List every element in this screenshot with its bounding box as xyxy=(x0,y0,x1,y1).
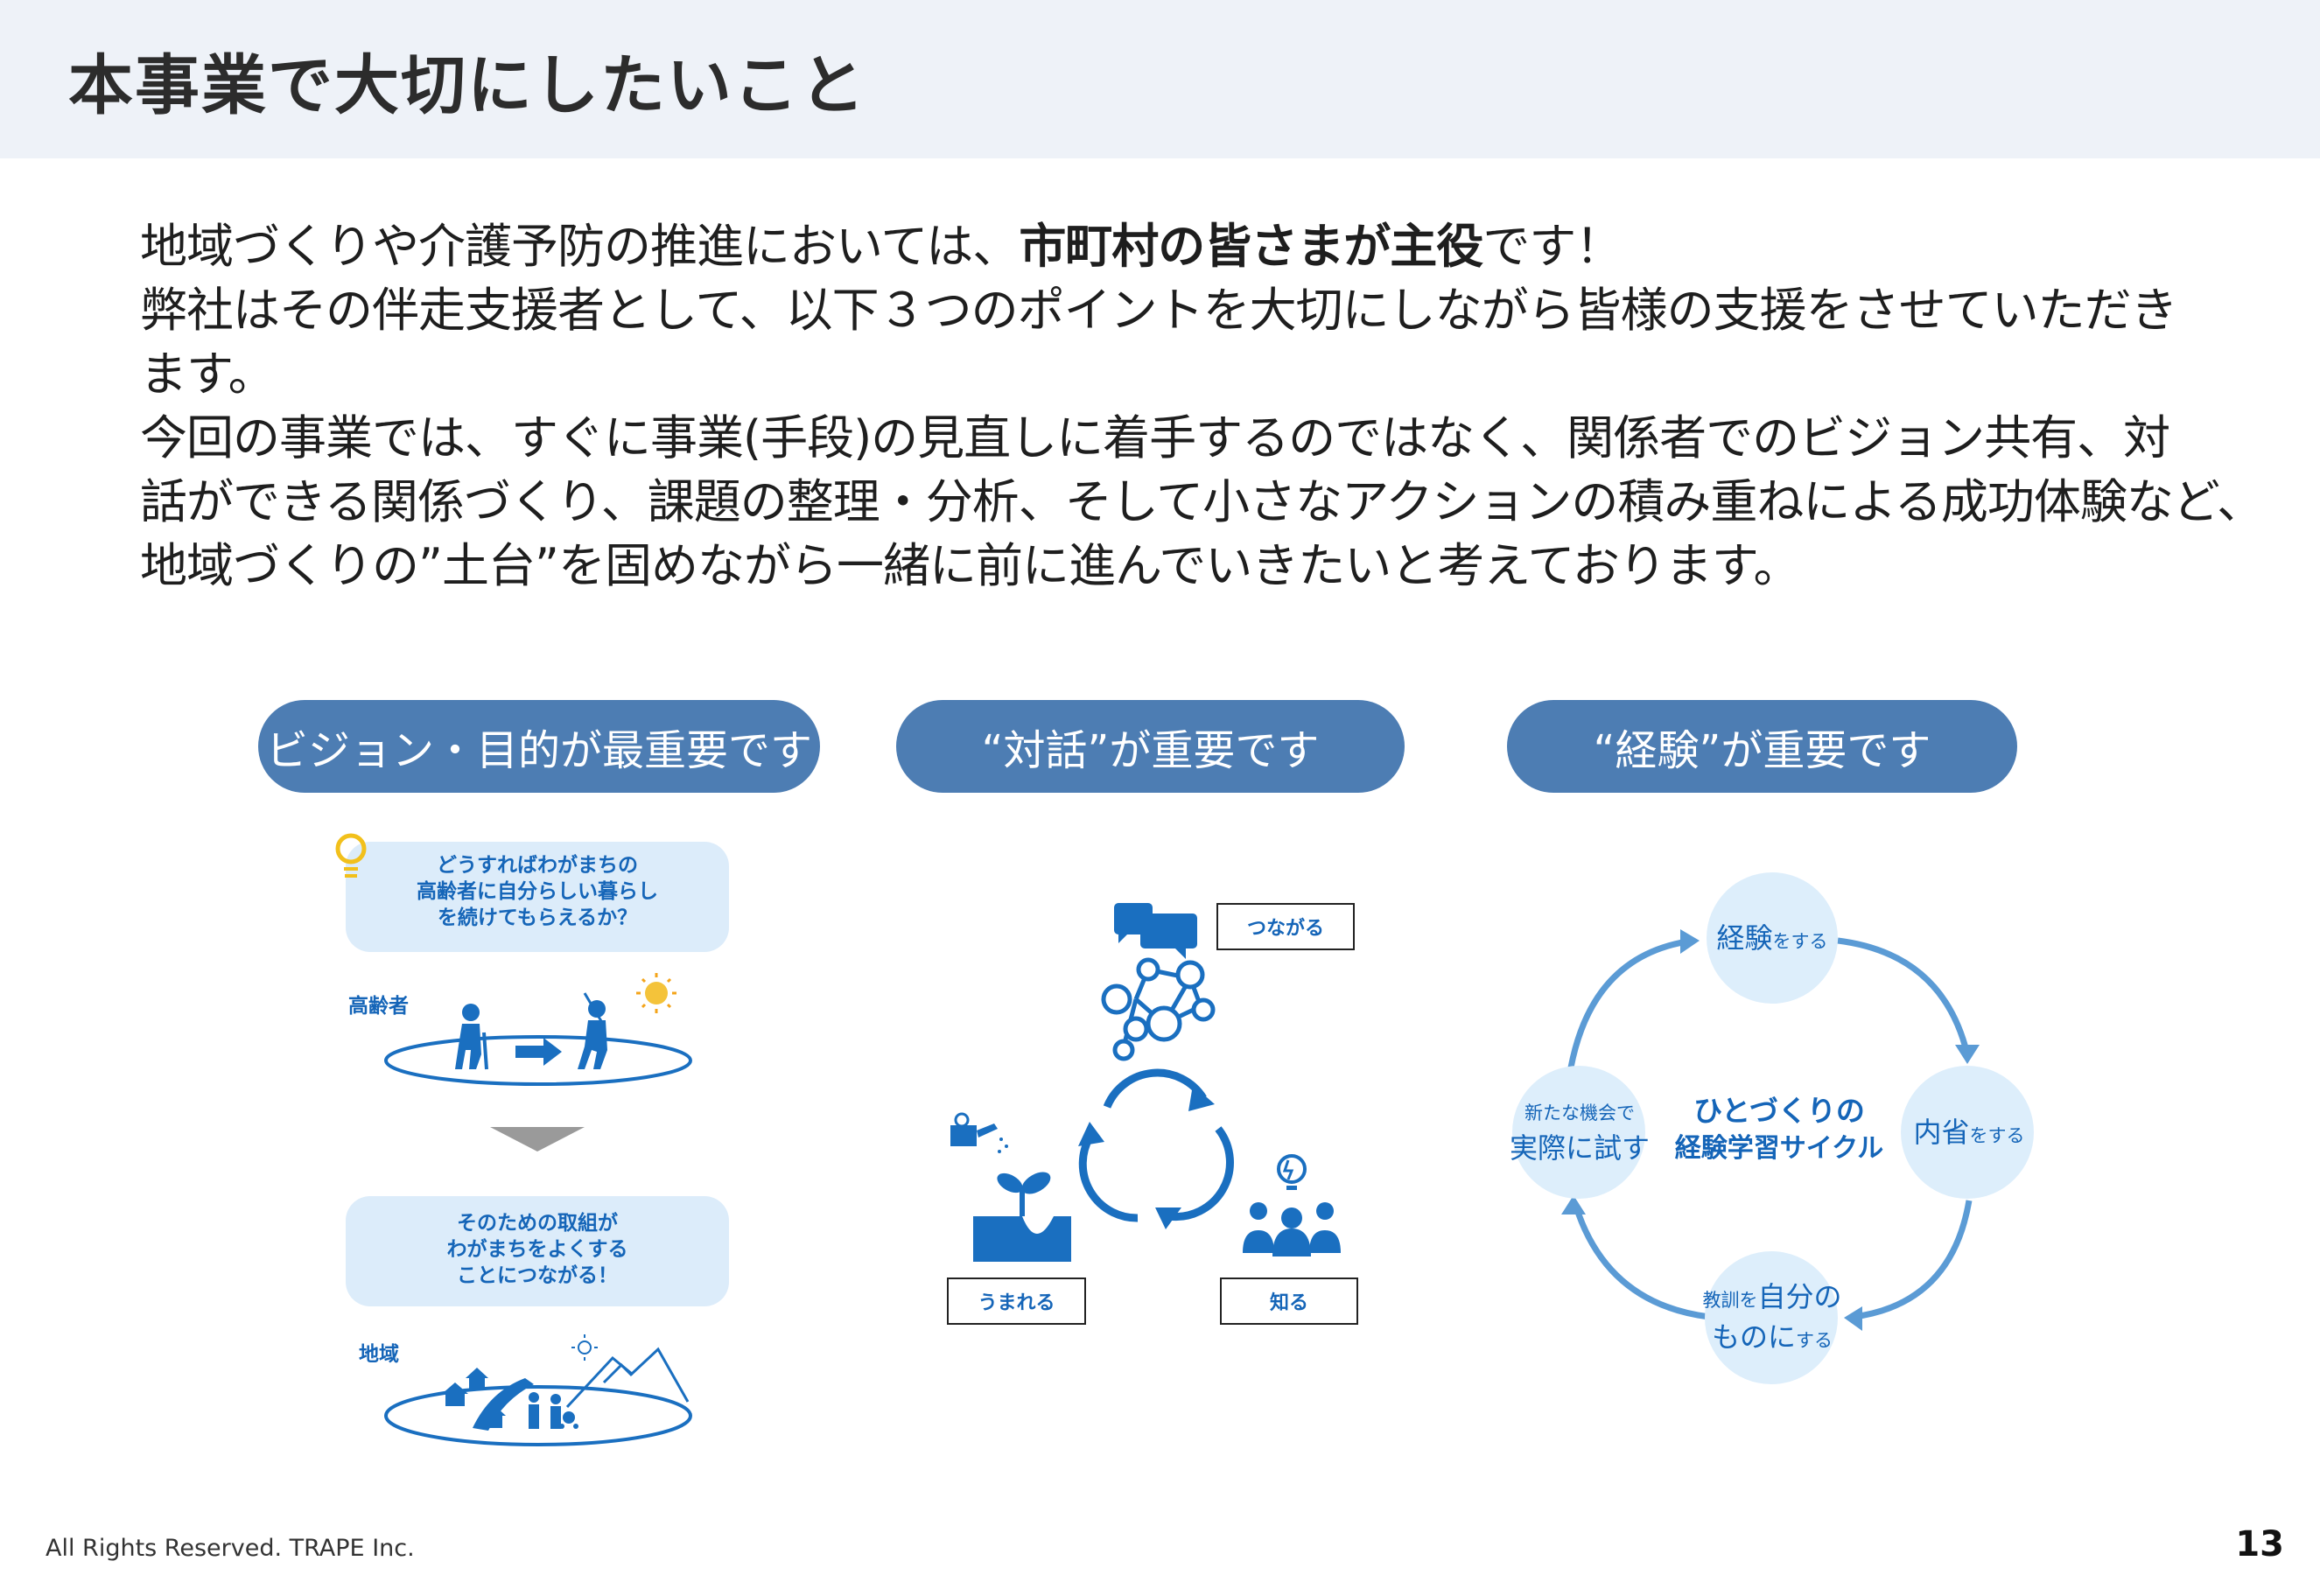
elderly-person-icon xyxy=(455,1004,488,1070)
mountain-icon xyxy=(565,1347,690,1409)
cycle-node-reflection xyxy=(1901,1066,2034,1199)
cycle-center-line-2: 経験学習サイクル xyxy=(1674,1133,1884,1164)
node-try-small: 新たな機会で xyxy=(1524,1102,1635,1124)
house-icon xyxy=(442,1368,506,1428)
tag-born: うまれる xyxy=(947,1278,1086,1325)
node-lesson-big1: 自分の xyxy=(1757,1280,1842,1313)
point-experience-pill: “経験”が重要です xyxy=(1507,700,2017,793)
point-dialogue-pill: “対話”が重要です xyxy=(896,700,1405,793)
cycle-arrowheads xyxy=(1561,929,1980,1331)
point-vision-pill: ビジョン・目的が最重要です xyxy=(258,700,820,793)
answer-bubble: そのための取組が わがまちをよくする ことにつながる！ xyxy=(346,1196,729,1306)
node-experience-text: 経験をする xyxy=(1707,920,1838,961)
intro-line-2: 弊社はその伴走支援者として、以下３つのポイントを大切にしながら皆様の支援をさせて… xyxy=(140,283,2178,338)
intro-line-1-pre: 地域づくりや介護予防の推進においては、 xyxy=(140,219,1020,274)
lightbulb-icon xyxy=(335,833,367,878)
cycle-node-experience xyxy=(1707,872,1838,1004)
cycle-arc-arrows xyxy=(1567,937,1973,1320)
node-experience-big: 経験 xyxy=(1716,921,1773,955)
question-line-2: 高齢者に自分らしい暮らし xyxy=(417,880,658,903)
cycle-center-line-1: ひとづくりの xyxy=(1693,1094,1865,1128)
node-lesson-big2: ものに xyxy=(1711,1320,1796,1354)
question-line-1: どうすればわがまちの xyxy=(437,854,638,877)
tag-connect: つながる xyxy=(1216,903,1355,950)
cycle-center-title: ひとづくりの 経験学習サイクル xyxy=(1652,1092,1906,1167)
intro-line-6: 地域づくりの”土台”を固めながら一緒に前に進んでいきたいと考えております。 xyxy=(140,538,1801,593)
intro-line-1-post: です！ xyxy=(1482,219,1623,274)
watering-can-icon xyxy=(950,1112,1008,1153)
chat-icon xyxy=(1114,903,1197,959)
node-try-big: 実際に試す xyxy=(1509,1131,1650,1165)
page-title: 本事業で大切にしたいこと xyxy=(68,48,866,123)
node-lesson-text: 教訓を自分の ものにする xyxy=(1689,1279,1855,1360)
intro-line-1-bold: 市町村の皆さまが主役 xyxy=(1019,219,1483,274)
intro-line-1: 地域づくりや介護予防の推進においては、市町村の皆さまが主役です！ xyxy=(140,214,2223,278)
intro-line-3: ます。 xyxy=(140,346,276,402)
region-ellipse xyxy=(384,1385,692,1446)
answer-line-2: わがまちをよくする xyxy=(446,1238,628,1261)
node-reflection-text: 内省をする xyxy=(1890,1115,2048,1155)
node-reflection-small: をする xyxy=(1969,1125,2025,1146)
family-icon xyxy=(529,1392,578,1429)
intro-line-5: 話ができる関係づくり、課題の整理・分析、そして小さなアクションの積み重ねによる成… xyxy=(140,474,2264,529)
region-label: 地域 xyxy=(359,1343,399,1366)
cycle-node-try xyxy=(1512,1066,1645,1199)
node-lesson-small-pre: 教訓を xyxy=(1702,1290,1758,1311)
cycle-arrowheads-icon xyxy=(1078,1085,1215,1229)
node-try-text: 新たな機会で 実際に試す xyxy=(1488,1096,1672,1166)
node-reflection-big: 内省 xyxy=(1913,1116,1970,1149)
sprout-icon xyxy=(973,1172,1071,1262)
people-idea-icon xyxy=(1243,1154,1341,1256)
arrow-right-icon xyxy=(515,1038,562,1066)
intro-paragraph: 地域づくりや介護予防の推進においては、市町村の皆さまが主役です！ 弊社はその伴走… xyxy=(140,214,2264,598)
answer-line-1: そのための取組が xyxy=(457,1212,618,1235)
small-sun-icon xyxy=(571,1334,598,1361)
page-number: 13 xyxy=(2235,1524,2284,1564)
answer-line-3: ことにつながる！ xyxy=(457,1264,618,1287)
golfer-icon xyxy=(578,992,607,1069)
sun-icon xyxy=(636,973,676,1013)
network-icon xyxy=(1101,957,1216,1061)
intro-line-4: 今回の事業では、すぐに事業(手段)の見直しに着手するのではなく、関係者でのビジョ… xyxy=(140,410,2170,466)
header-bar: 本事業で大切にしたいこと xyxy=(0,0,2320,158)
cycle-node-lesson xyxy=(1705,1251,1838,1384)
node-lesson-small-post: する xyxy=(1796,1330,1833,1351)
down-triangle-icon xyxy=(490,1127,585,1152)
elderly-ellipse xyxy=(384,1035,692,1086)
tag-know: 知る xyxy=(1220,1278,1358,1325)
question-line-3: を続けてもらえるか？ xyxy=(437,906,638,929)
question-bubble: どうすればわがまちの 高齢者に自分らしい暮らし を続けてもらえるか？ xyxy=(346,842,729,952)
elderly-label: 高齢者 xyxy=(348,995,409,1018)
node-experience-small: をする xyxy=(1772,931,1828,952)
copyright: All Rights Reserved. TRAPE Inc. xyxy=(46,1535,415,1562)
